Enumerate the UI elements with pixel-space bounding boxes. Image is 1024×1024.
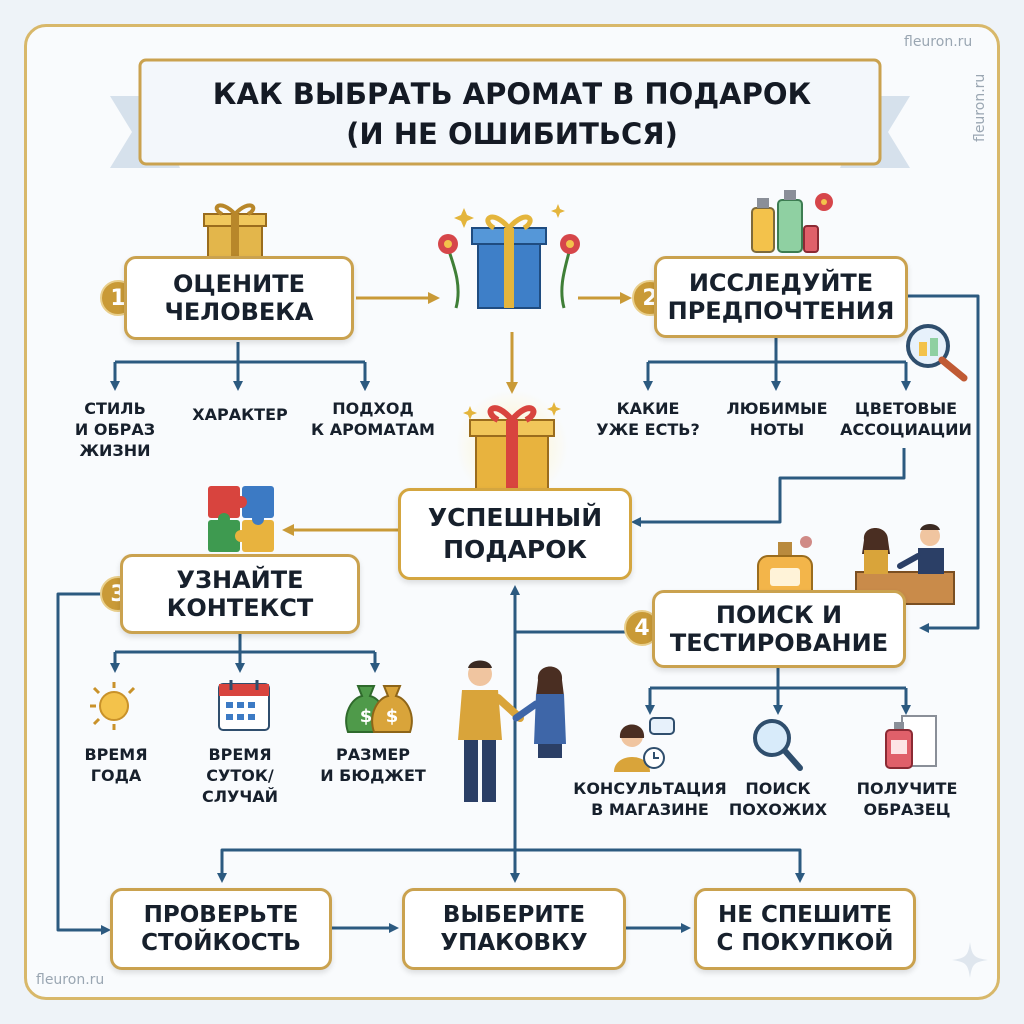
- step-1-item-approach: ПОДХОД К АРОМАТАМ: [311, 399, 435, 439]
- sparkle-icon: [952, 942, 988, 978]
- search-magnifier-icon: [753, 719, 803, 771]
- step-4-item-similar: ПОИСК ПОХОЖИХ: [728, 779, 828, 819]
- svg-text:$: $: [360, 706, 373, 727]
- bottom-box-packaging: ВЫБЕРИТЕ УПАКОВКУ: [402, 888, 626, 970]
- bottom-box-longevity: ПРОВЕРЬТЕ СТОЙКОСТЬ: [110, 888, 332, 970]
- step-3-item-budget: РАЗМЕР И БЮДЖЕТ: [320, 745, 426, 785]
- watermark-top: fleuron.ru: [904, 34, 973, 50]
- step-1-box: ОЦЕНИТЕ ЧЕЛОВЕКА: [124, 256, 354, 340]
- sun-moon-icon: [90, 682, 148, 730]
- step-2-box: ИССЛЕДУЙТЕ ПРЕДПОЧТЕНИЯ: [654, 256, 908, 338]
- bottom-box-no-rush: НЕ СПЕШИТЕ С ПОКУПКОЙ: [694, 888, 916, 970]
- golden-gift-icon: [456, 390, 568, 496]
- step-3-item-daytime: ВРЕМЯ СУТОК/ СЛУЧАЙ: [201, 745, 279, 806]
- step-4-item-sample: ПОЛУЧИТЕ ОБРАЗЕЦ: [856, 779, 958, 819]
- step-2-item-existing: КАКИЕ УЖЕ ЕСТЬ?: [596, 399, 700, 439]
- money-bags-icon: $ $: [345, 685, 413, 733]
- step-1-item-character: ХАРАКТЕР: [192, 405, 288, 424]
- perfume-bottles-icon: [751, 190, 833, 253]
- consultant-icon: [614, 717, 675, 772]
- gift-box-icon: [203, 203, 267, 261]
- watermark-vertical: fleuron.ru: [972, 73, 988, 142]
- svg-text:$: $: [386, 706, 399, 727]
- magnifier-icon: [906, 324, 968, 382]
- step-1-item-lifestyle: СТИЛЬ И ОБРАЗ ЖИЗНИ: [74, 399, 156, 460]
- step-4-item-consultation: КОНСУЛЬТАЦИЯ В МАГАЗИНЕ: [573, 779, 727, 819]
- shop-consultation-icon: [855, 524, 955, 605]
- page-title: КАК ВЫБРАТЬ АРОМАТ В ПОДАРОК (И НЕ ОШИБИ…: [212, 77, 812, 151]
- sample-vial-icon: [885, 715, 937, 769]
- central-gift-icon: [438, 204, 580, 309]
- title-banner: [110, 58, 910, 168]
- people-conversation-icon: [458, 660, 566, 802]
- calendar-icon: [218, 680, 270, 731]
- step-3-box: УЗНАЙТЕ КОНТЕКСТ: [120, 554, 360, 634]
- center-box-successful-gift: УСПЕШНЫЙ ПОДАРОК: [398, 488, 632, 580]
- step-2-item-notes: ЛЮБИМЫЕ НОТЫ: [726, 399, 828, 439]
- watermark-bottom: fleuron.ru: [36, 972, 105, 988]
- puzzle-icon: [208, 486, 274, 552]
- step-4-box: ПОИСК И ТЕСТИРОВАНИЕ: [652, 590, 906, 668]
- step-3-item-season: ВРЕМЯ ГОДА: [84, 745, 148, 785]
- step-2-item-colors: ЦВЕТОВЫЕ АССОЦИАЦИИ: [840, 399, 972, 439]
